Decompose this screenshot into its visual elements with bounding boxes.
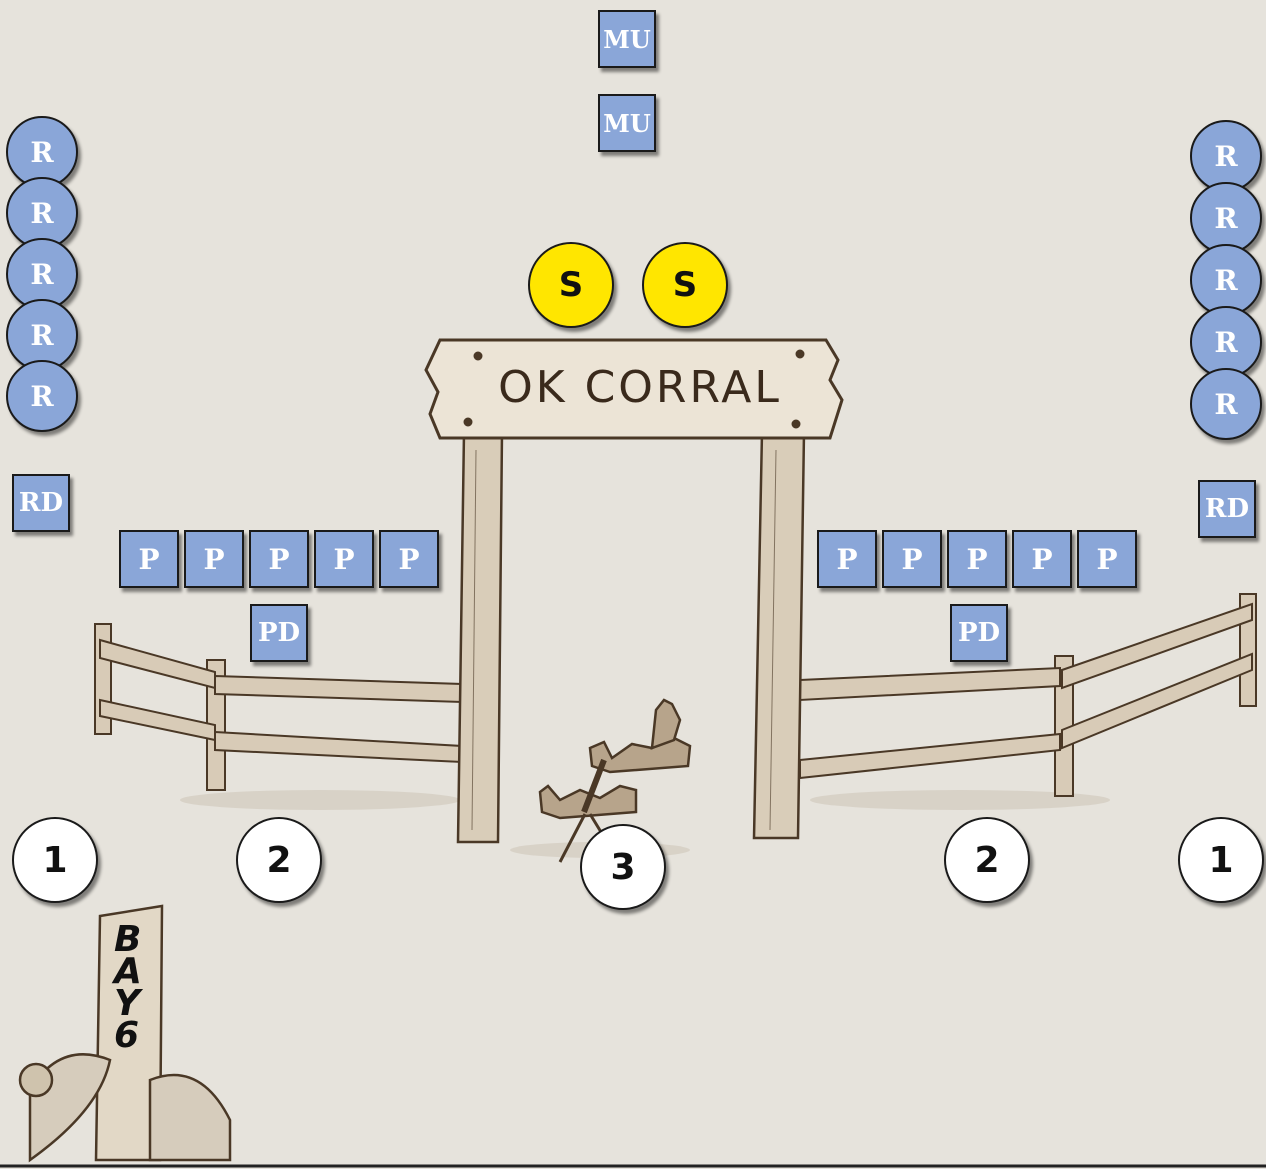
shooting-position-1-right: 1 [1178, 817, 1264, 903]
plate-right-2: P [882, 530, 942, 588]
mu-marker-2: MU [598, 94, 656, 152]
rd-marker-right: RD [1198, 480, 1256, 538]
right-fence [800, 594, 1256, 796]
shooting-position-2-left: 2 [236, 817, 322, 903]
plate-left-1: P [119, 530, 179, 588]
shooting-position-2-right: 2 [944, 817, 1030, 903]
corral-sign-text: OK CORRAL [430, 362, 850, 413]
plate-left-2: P [184, 530, 244, 588]
plate-left-5: P [379, 530, 439, 588]
star-target-2: S [642, 242, 728, 328]
round-target-right-5: R [1190, 368, 1262, 440]
shooting-position-1-left: 1 [12, 817, 98, 903]
shooting-position-3: 3 [580, 824, 666, 910]
round-target-left-5: R [6, 360, 78, 432]
pd-marker-right: PD [950, 604, 1008, 662]
rd-marker-left: RD [12, 474, 70, 532]
gate-posts [458, 432, 804, 842]
plate-left-4: P [314, 530, 374, 588]
mu-marker-1: MU [598, 10, 656, 68]
bay-label: B A Y 6 [114, 924, 142, 1052]
plate-right-4: P [1012, 530, 1072, 588]
pd-marker-left: PD [250, 604, 308, 662]
bay-number-6: 6 [114, 1020, 142, 1052]
plate-right-3: P [947, 530, 1007, 588]
plate-right-5: P [1077, 530, 1137, 588]
star-target-1: S [528, 242, 614, 328]
plate-right-1: P [817, 530, 877, 588]
plate-left-3: P [249, 530, 309, 588]
